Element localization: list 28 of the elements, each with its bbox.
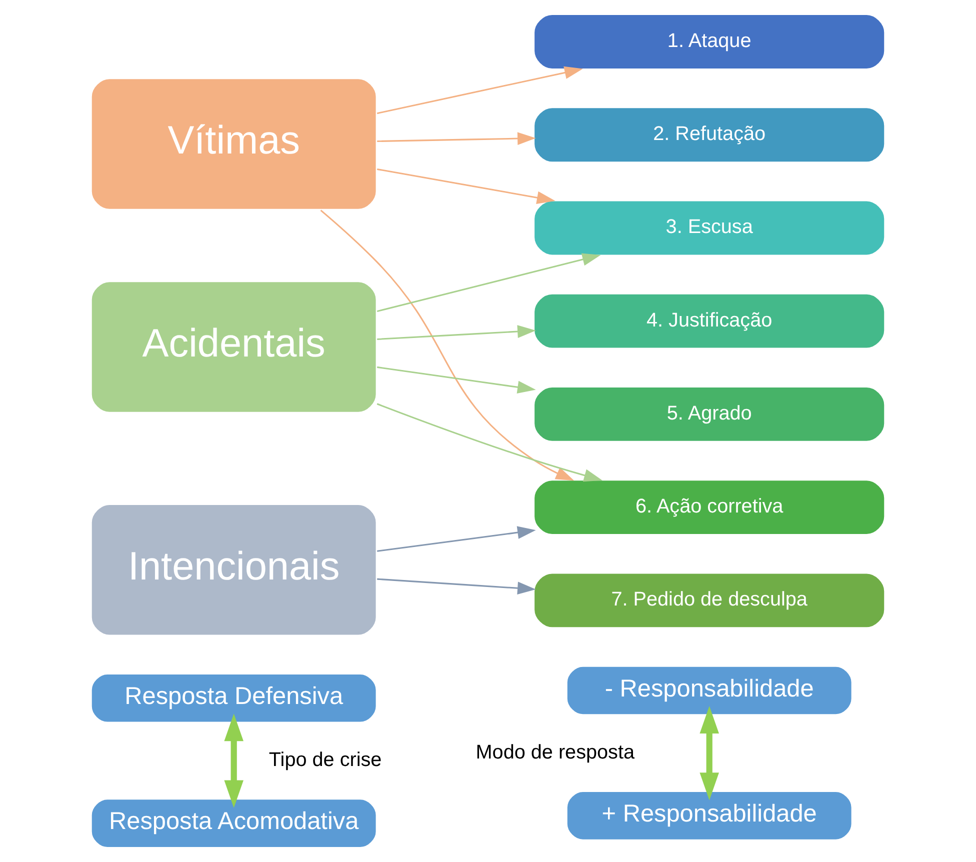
edge-label: Modo de resposta [476, 741, 635, 764]
node-box: 6. Ação corretiva [533, 479, 886, 536]
node-box: 7. Pedido de desculpa [533, 572, 886, 629]
node-box: 2. Refutação [533, 106, 886, 164]
arrow [377, 132, 536, 145]
node-box: Resposta Acomodativa [90, 798, 378, 848]
node-box: Intencionais [90, 504, 378, 636]
arrow [376, 253, 601, 312]
arrow [377, 325, 536, 340]
arrow [377, 526, 536, 552]
edge-label: Tipo de crise [268, 748, 382, 771]
node-box: 3. Escusa [533, 200, 886, 256]
arrow [700, 706, 719, 800]
arrow [376, 66, 583, 114]
arrow [377, 366, 536, 394]
node-box: 5. Agrado [533, 386, 886, 442]
node-box: Resposta Defensiva [90, 672, 378, 724]
arrow [320, 210, 574, 481]
node-box: - Responsabilidade [566, 665, 853, 716]
node-box: 4. Justificação [533, 292, 886, 350]
arrow [377, 578, 536, 595]
arrow [376, 403, 602, 482]
node-box: + Responsabilidade [566, 790, 853, 841]
arrow [224, 714, 244, 808]
node-box: Acidentais [90, 280, 378, 414]
node-box: 1. Ataque [533, 14, 886, 70]
arrow [376, 168, 556, 204]
node-box: Vítimas [90, 78, 378, 210]
